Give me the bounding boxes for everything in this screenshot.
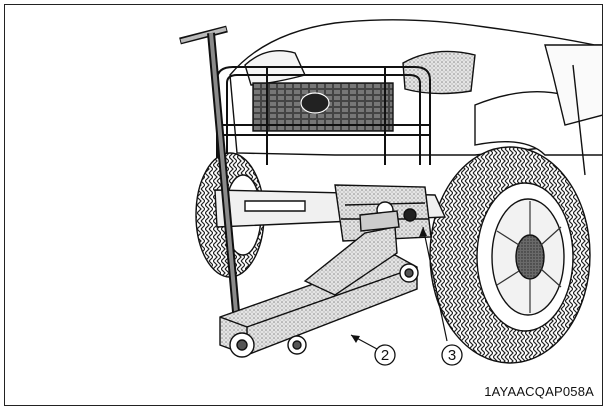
floor-jack <box>179 25 419 358</box>
callout-3: 3 <box>419 226 463 366</box>
right-tire <box>429 146 591 364</box>
callout-2: 2 <box>350 334 396 366</box>
callout-2-label: 2 <box>381 347 389 364</box>
vehicle-body <box>229 19 602 176</box>
figure-frame: 2 3 1AYAACQAP058A <box>4 4 603 406</box>
vehicle-jack-illustration: 2 3 <box>179 19 602 366</box>
callout-3-label: 3 <box>448 347 456 364</box>
figure-code-label: 1AYAACQAP058A <box>484 384 594 399</box>
